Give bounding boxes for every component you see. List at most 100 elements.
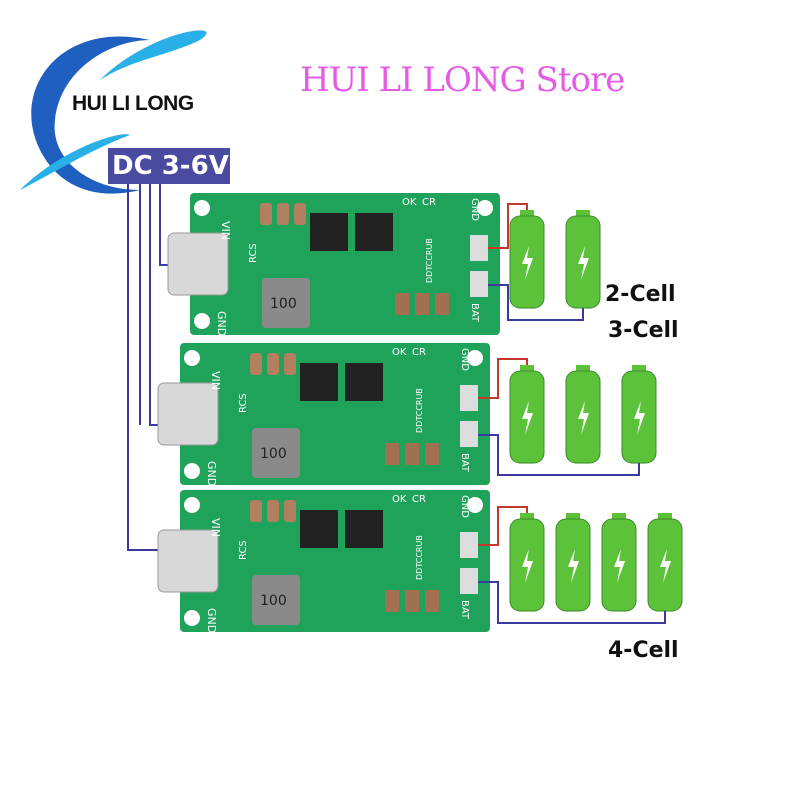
cr-label: CR bbox=[412, 347, 426, 358]
cr-label: CR bbox=[422, 197, 436, 208]
usb-c-port bbox=[157, 382, 219, 446]
ic-chip bbox=[345, 510, 383, 548]
lightning-icon bbox=[522, 246, 533, 280]
capacitor bbox=[415, 293, 429, 315]
negative-wire bbox=[478, 434, 640, 476]
mounting-hole bbox=[184, 497, 200, 513]
vin-label: VIN bbox=[209, 518, 222, 537]
rcs-label: RCS bbox=[238, 393, 249, 413]
capacitor bbox=[385, 443, 399, 465]
watermark: HUI LI LONG Store bbox=[300, 60, 625, 100]
battery-terminal bbox=[520, 210, 534, 218]
capacitor bbox=[250, 353, 262, 375]
capacitor bbox=[267, 500, 279, 522]
capacitor bbox=[294, 203, 306, 225]
mounting-hole bbox=[477, 200, 493, 216]
positive-wire bbox=[478, 506, 528, 546]
negative-wire bbox=[488, 284, 584, 321]
ok-label: OK bbox=[392, 494, 407, 505]
mounting-hole bbox=[467, 497, 483, 513]
ok-label: OK bbox=[402, 197, 417, 208]
output-terminal bbox=[460, 532, 478, 558]
lightning-icon bbox=[578, 246, 589, 280]
bat-label: BAT bbox=[469, 303, 480, 323]
gnd-label: GND bbox=[215, 311, 228, 336]
usb-c-port bbox=[167, 232, 229, 296]
ok-label: OK bbox=[392, 347, 407, 358]
battery-terminal bbox=[576, 210, 590, 218]
ic-chip bbox=[300, 510, 338, 548]
output-terminal bbox=[460, 568, 478, 594]
rcs-label: RCS bbox=[238, 540, 249, 560]
logo-swoosh-icon bbox=[20, 30, 207, 194]
mounting-hole bbox=[194, 200, 210, 216]
cr-label: CR bbox=[412, 494, 426, 505]
positive-wire bbox=[478, 358, 528, 399]
lightning-icon bbox=[568, 549, 579, 583]
lightning-icon bbox=[660, 549, 671, 583]
battery-pack bbox=[478, 506, 683, 624]
inductor-value: 100 bbox=[260, 446, 287, 462]
capacitor bbox=[284, 500, 296, 522]
ctrl-label: DDTCCRUB bbox=[415, 388, 424, 433]
mounting-hole bbox=[184, 463, 200, 479]
gnd-label: GND bbox=[205, 608, 218, 633]
battery-terminal bbox=[612, 513, 626, 521]
positive-wire bbox=[488, 203, 528, 249]
config-label-4-cell: 4-Cell bbox=[608, 638, 679, 663]
ic-chip bbox=[345, 363, 383, 401]
config-label-3-cell: 3-Cell bbox=[608, 318, 679, 343]
capacitor bbox=[250, 500, 262, 522]
inductor bbox=[252, 575, 300, 625]
lightning-icon bbox=[614, 549, 625, 583]
output-terminal bbox=[470, 235, 488, 261]
ctrl-label: DDTCCRUB bbox=[425, 238, 434, 283]
lightning-icon bbox=[634, 401, 645, 435]
capacitor bbox=[277, 203, 289, 225]
gnd-label: GND bbox=[205, 461, 218, 486]
capacitor bbox=[395, 293, 409, 315]
battery-terminal bbox=[576, 365, 590, 373]
input-voltage-label: DC 3-6V bbox=[108, 148, 230, 184]
gnd-out-label: GND bbox=[459, 348, 470, 371]
battery-packs bbox=[478, 203, 683, 624]
battery-terminal bbox=[520, 513, 534, 521]
capacitor bbox=[405, 590, 419, 612]
inductor-value: 100 bbox=[260, 593, 287, 609]
capacitor bbox=[267, 353, 279, 375]
inductor bbox=[252, 428, 300, 478]
battery-terminal bbox=[658, 513, 672, 521]
battery-terminal bbox=[632, 365, 646, 373]
lightning-icon bbox=[578, 401, 589, 435]
inductor-value: 100 bbox=[270, 296, 297, 312]
mounting-hole bbox=[467, 350, 483, 366]
capacitor bbox=[405, 443, 419, 465]
gnd-out-label: GND bbox=[459, 495, 470, 518]
capacitor bbox=[385, 590, 399, 612]
capacitor bbox=[425, 590, 439, 612]
capacitor bbox=[425, 443, 439, 465]
brand-logo-text: HUI LI LONG bbox=[72, 92, 194, 115]
bat-label: BAT bbox=[459, 600, 470, 620]
ic-chip bbox=[310, 213, 348, 251]
ic-chip bbox=[355, 213, 393, 251]
mounting-hole bbox=[184, 610, 200, 626]
vin-label: VIN bbox=[209, 371, 222, 390]
usb-c-port bbox=[157, 529, 219, 593]
battery-terminal bbox=[520, 365, 534, 373]
mounting-hole bbox=[194, 313, 210, 329]
capacitor bbox=[435, 293, 449, 315]
battery-terminal bbox=[566, 513, 580, 521]
rcs-label: RCS bbox=[248, 243, 259, 263]
mounting-hole bbox=[184, 350, 200, 366]
ic-chip bbox=[300, 363, 338, 401]
lightning-icon bbox=[522, 549, 533, 583]
output-terminal bbox=[460, 421, 478, 447]
inductor bbox=[262, 278, 310, 328]
lightning-icon bbox=[522, 401, 533, 435]
